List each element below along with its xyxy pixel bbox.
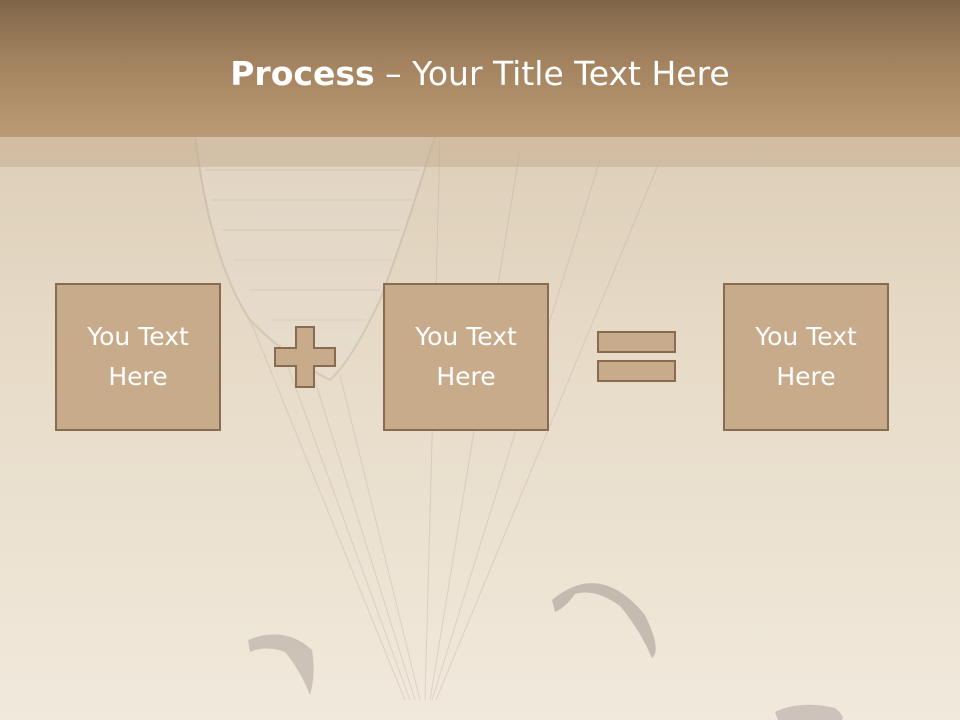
title-band	[0, 0, 960, 137]
equals-icon	[597, 331, 676, 382]
slide-title: Process – Your Title Text Here	[0, 52, 960, 96]
slide-title-rest: – Your Title Text Here	[374, 54, 730, 93]
process-box-2-text: You Text Here	[415, 322, 517, 391]
process-box-1-text: You Text Here	[87, 322, 189, 391]
title-subband	[0, 137, 960, 167]
process-box-3-text: You Text Here	[755, 322, 857, 391]
slide-title-bold: Process	[230, 54, 375, 93]
plus-icon	[274, 326, 336, 388]
process-box-1[interactable]: You Text Here	[55, 283, 221, 431]
process-box-2[interactable]: You Text Here	[383, 283, 549, 431]
process-box-3[interactable]: You Text Here	[723, 283, 889, 431]
